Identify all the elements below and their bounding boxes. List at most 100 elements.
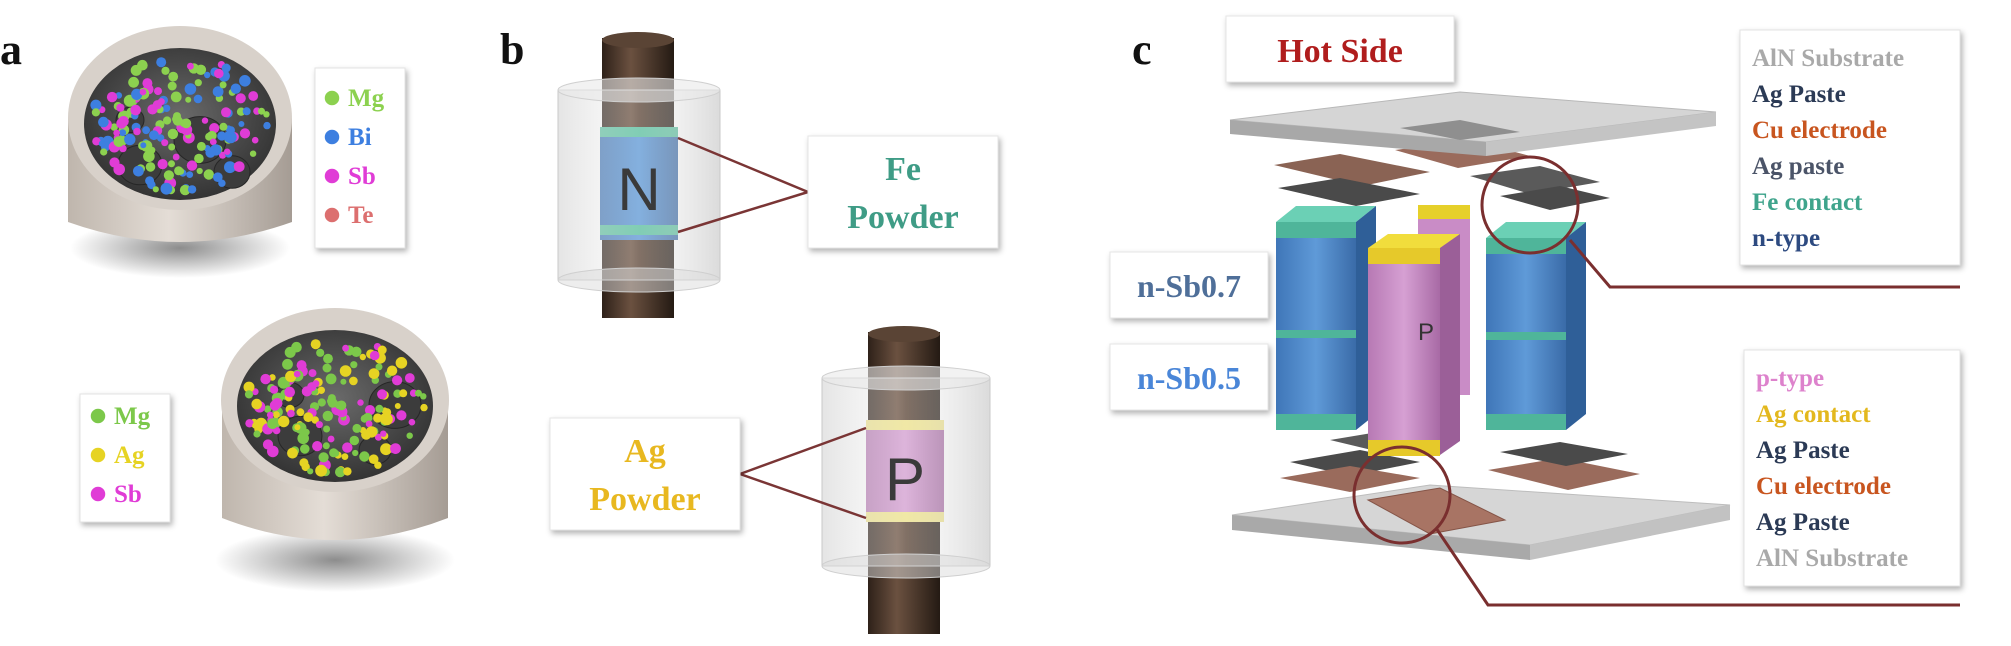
- p-leg-label: P: [1418, 319, 1434, 346]
- powder-particle: [133, 165, 144, 177]
- powder-particle: [420, 403, 428, 412]
- powder-particle: [181, 118, 192, 129]
- powder-particle: [92, 137, 101, 146]
- powder-particle: [310, 339, 321, 350]
- powder-particle: [307, 382, 317, 392]
- powder-particle: [332, 449, 340, 457]
- legend-a-bottom-mg-icon: [89, 407, 107, 425]
- powder-particle: [157, 159, 168, 170]
- legend-a-top-bi-icon: [323, 128, 341, 146]
- powder-particle: [260, 373, 271, 385]
- powder-particle: [163, 170, 174, 181]
- legend-c-bottom-item-label: Cu electrode: [1756, 473, 1891, 500]
- legend-c-bottom-item-label: p-type: [1756, 365, 1824, 392]
- powder-particle: [380, 443, 392, 456]
- n-sb05-label: n-Sb0.5: [1137, 360, 1241, 396]
- powder-particle: [273, 411, 280, 419]
- legend-c-top-item-label: AlN Substrate: [1752, 45, 1904, 72]
- powder-particle: [196, 141, 206, 151]
- powder-particle: [224, 148, 231, 155]
- powder-particle: [394, 403, 401, 409]
- powder-particle: [399, 389, 408, 398]
- powder-particle: [323, 353, 333, 364]
- powder-particle: [291, 341, 302, 353]
- powder-particle: [368, 368, 380, 379]
- powder-particle: [168, 71, 179, 82]
- powder-particle: [145, 176, 155, 186]
- powder-particle: [172, 153, 180, 161]
- powder-particle: [287, 409, 295, 418]
- powder-particle: [386, 365, 398, 376]
- powder-particle: [131, 88, 143, 100]
- powder-particle: [323, 425, 331, 433]
- powder-particle: [113, 136, 125, 148]
- fe-powder-line1: Fe: [885, 151, 921, 188]
- powder-particle: [209, 138, 217, 146]
- powder-particle: [184, 83, 197, 95]
- powder-particle: [303, 412, 314, 423]
- legend-a-top-mg-icon: [323, 89, 341, 107]
- powder-particle: [352, 449, 359, 457]
- powder-particle: [145, 162, 156, 172]
- powder-particle: [106, 91, 118, 103]
- powder-particle: [160, 182, 173, 195]
- powder-particle: [163, 116, 172, 125]
- powder-particle: [212, 86, 224, 97]
- powder-particle: [327, 397, 338, 408]
- n-sb07-label: n-Sb0.7: [1137, 268, 1241, 304]
- legend-a-top-item-label: Bi: [348, 124, 372, 151]
- powder-particle: [414, 389, 422, 397]
- powder-particle: [252, 422, 259, 429]
- powder-particle: [118, 116, 129, 127]
- powder-particle: [349, 376, 358, 386]
- bottom-electrodes: [1280, 430, 1640, 535]
- powder-particle: [359, 451, 370, 462]
- powder-particle: [350, 361, 358, 369]
- powder-particle: [207, 130, 217, 141]
- fe-callout-lines: [677, 136, 809, 234]
- ag-powder-line1: Ag: [624, 433, 666, 470]
- powder-particle: [322, 363, 332, 373]
- powder-particle: [342, 344, 349, 352]
- powder-particle: [293, 370, 301, 378]
- powder-particle: [342, 442, 353, 453]
- legend-c-top-item-label: Fe contact: [1752, 189, 1863, 216]
- powder-particle: [390, 443, 401, 454]
- powder-particle: [168, 143, 176, 151]
- n-leg-right: [1486, 222, 1586, 430]
- powder-particle: [317, 398, 326, 407]
- powder-particle: [377, 345, 387, 355]
- powder-particle: [266, 411, 274, 419]
- powder-particle: [357, 399, 364, 406]
- panel-c-letter: c: [1132, 25, 1152, 74]
- powder-particle: [287, 447, 298, 459]
- top-substrate: [1229, 91, 1717, 156]
- legend-a-top-item-label: Mg: [348, 85, 385, 112]
- legend-c-top: [1739, 29, 1961, 266]
- powder-particle: [130, 104, 141, 116]
- powder-particle: [152, 100, 162, 110]
- powder-particle: [352, 423, 362, 433]
- powder-particle: [278, 415, 290, 428]
- ag-callout-lines: [739, 426, 867, 520]
- powder-particle: [116, 103, 125, 112]
- zoom-circle-bottom: [1352, 445, 1452, 545]
- panel-a-letter: a: [0, 25, 22, 74]
- powder-particle: [327, 435, 335, 443]
- powder-particle: [267, 418, 278, 429]
- powder-particle: [392, 375, 403, 386]
- hot-side-label: Hot Side: [1277, 33, 1403, 70]
- powder-particle: [119, 144, 127, 153]
- powder-mix-top: [90, 57, 271, 196]
- powder-particle: [239, 75, 251, 87]
- powder-particle: [110, 145, 117, 152]
- powder-particle: [221, 107, 231, 118]
- powder-particle: [219, 122, 228, 131]
- powder-particle: [243, 381, 255, 393]
- powder-particle: [408, 418, 416, 426]
- powder-particle: [364, 405, 376, 416]
- powder-particle: [362, 412, 373, 423]
- powder-particle: [109, 157, 120, 168]
- powder-particle: [373, 413, 383, 423]
- powder-particle: [194, 153, 204, 164]
